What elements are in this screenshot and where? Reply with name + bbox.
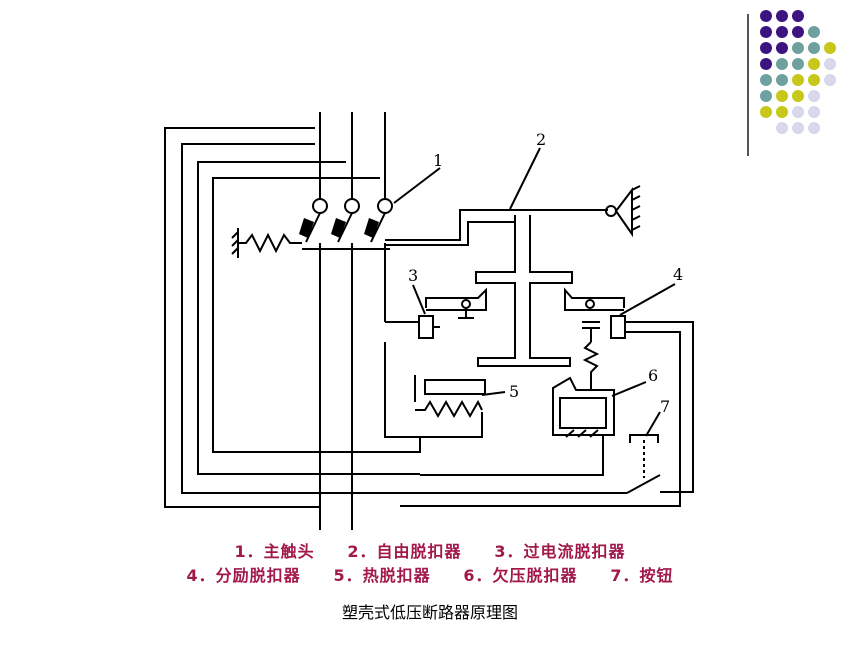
decorative-dot (776, 26, 788, 38)
diagram-caption: 塑壳式低压断路器原理图 (341, 603, 518, 622)
decorative-dot (808, 122, 820, 134)
decorative-dot (824, 74, 836, 86)
bimetal-strip (424, 379, 486, 395)
main-contact-pivot-2 (344, 198, 360, 214)
overcurrent-armature (425, 287, 487, 311)
decorative-vertical-line (747, 14, 749, 156)
push-button-contact (626, 474, 661, 494)
decorative-dot (808, 106, 820, 118)
decorative-dot (824, 42, 836, 54)
decorative-dot (792, 122, 804, 134)
decorative-dot (808, 90, 820, 102)
decorative-dot (760, 10, 772, 22)
decorative-dot (760, 106, 772, 118)
control-loop-3 (197, 161, 420, 475)
decorative-dot (776, 58, 788, 70)
decorative-dot (776, 90, 788, 102)
decorative-dot (776, 10, 788, 22)
decorative-dot (760, 58, 772, 70)
decorative-dot (792, 10, 804, 22)
undervoltage-frame (552, 376, 615, 436)
undervoltage-spring (582, 341, 600, 390)
decorative-dot (792, 106, 804, 118)
shunt-trip-coil (610, 315, 626, 339)
label-7: 7 (660, 397, 670, 416)
legend-row-1: 1．主触头 2．自由脱扣器 3．过电流脱扣器 (234, 542, 626, 561)
label-2: 2 (536, 130, 546, 149)
control-loop-4 (212, 177, 421, 453)
decorative-dot (808, 26, 820, 38)
decorative-dot (760, 26, 772, 38)
decorative-dot (776, 106, 788, 118)
decorative-dot (808, 58, 820, 70)
latch-column (475, 215, 573, 367)
decorative-dot (776, 74, 788, 86)
label-1: 1 (433, 151, 443, 170)
opening-spring (238, 232, 302, 254)
decorative-dot (792, 26, 804, 38)
label-4: 4 (673, 265, 683, 284)
overcurrent-trip-coil (418, 315, 434, 339)
decorative-dot (760, 74, 772, 86)
control-loop-2 (181, 143, 627, 494)
decorative-dot (776, 122, 788, 134)
main-contact-pivot-1 (312, 198, 328, 214)
decorative-dot (776, 42, 788, 54)
decorative-dot (760, 90, 772, 102)
decorative-dot (760, 42, 772, 54)
decorative-dot (792, 42, 804, 54)
decorative-dot (792, 90, 804, 102)
label-3: 3 (408, 266, 418, 285)
free-trip-lever (385, 209, 608, 241)
lever-pivot-support (614, 187, 633, 238)
control-loop-outer (164, 127, 320, 508)
label-5: 5 (509, 382, 519, 401)
decorative-dot (792, 74, 804, 86)
decorative-dot-grid (760, 10, 850, 140)
push-button (629, 434, 659, 443)
main-contact-pivot-3 (377, 198, 393, 214)
label-6: 6 (648, 366, 658, 385)
decorative-dot (792, 58, 804, 70)
shunt-armature (564, 287, 625, 311)
heating-element (415, 399, 483, 419)
thermal-loop (384, 342, 483, 438)
undervoltage-coil (559, 397, 607, 429)
decorative-dot (824, 58, 836, 70)
legend-row-2: 4．分励脱扣器 5．热脱扣器 6．欠压脱扣器 7．按钮 (186, 566, 674, 585)
decorative-dot (808, 74, 820, 86)
decorative-dot (808, 42, 820, 54)
